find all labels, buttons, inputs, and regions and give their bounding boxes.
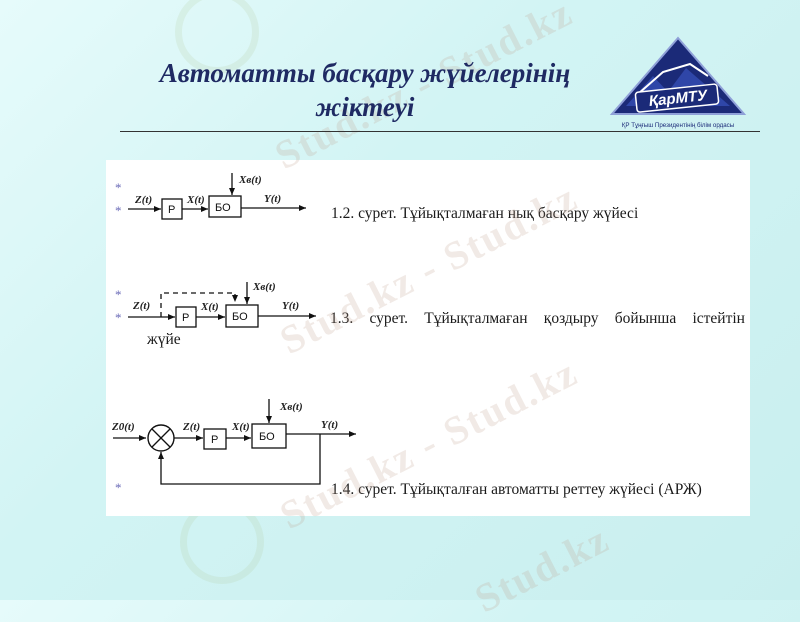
slide-title-line1: Автоматты басқару жүйелерінің	[159, 58, 571, 88]
block-diagrams: Р БО Z(t) X(t) Xв(t) Y(t) Р БО Z(t) X(t)…	[111, 173, 356, 485]
diagram-1-2: Р БО Z(t) X(t) Xв(t) Y(t)	[128, 173, 306, 220]
caption-word: бойынша	[614, 310, 677, 327]
caption-word: істейтін	[692, 310, 745, 327]
object-label: БО	[232, 311, 248, 323]
caption-1-4: 1.4. сурет. Тұйықталған автоматты реттеу…	[331, 481, 702, 498]
logo-tagline: ҚР Тұңғыш Президентінің білім ордасы	[622, 122, 735, 129]
figures-panel	[106, 160, 750, 516]
caption-word: қоздыру	[543, 310, 599, 327]
caption-word: Тұйықталмаған	[424, 310, 528, 327]
output-label: Y(t)	[264, 193, 281, 205]
setpoint-label: Z0(t)	[111, 421, 135, 433]
caption-word: сурет.	[369, 310, 409, 327]
output-label: Y(t)	[321, 419, 338, 431]
caption-word: 1.3.	[330, 310, 354, 327]
object-block	[251, 423, 287, 449]
middle-label: X(t)	[186, 194, 205, 206]
middle-label: X(t)	[231, 421, 250, 433]
caption-1-3-line2: жүйе	[147, 331, 181, 348]
slide-title-line2: жіктеуі	[315, 92, 415, 122]
bullet-marker: *	[115, 480, 122, 495]
disturbance-label: Xв(t)	[238, 174, 262, 186]
input-label: Z(t)	[134, 194, 152, 206]
diagram-1-3: Р БО Z(t) X(t) Xв(t) Y(t)	[128, 281, 316, 328]
middle-label: X(t)	[200, 301, 219, 313]
watermark-swirl	[175, 0, 259, 74]
caption-1-3-line1: 1.3. сурет. Тұйықталмаған қоздыру бойынш…	[330, 310, 745, 328]
object-block	[208, 195, 242, 218]
slide-title: Автоматты басқару жүйелерінің жіктеуі	[120, 56, 610, 124]
disturbance-label: Xв(t)	[252, 281, 276, 293]
input-label: Z(t)	[182, 421, 200, 433]
bullet-marker: *	[115, 310, 122, 325]
bullet-marker: *	[115, 203, 122, 218]
output-label: Y(t)	[282, 300, 299, 312]
regulator-block	[203, 428, 227, 450]
diagram-1-4: Р БО Z0(t) Z(t) X(t) Xв(t) Y(t)	[111, 399, 356, 485]
regulator-label: Р	[182, 312, 189, 324]
logo-name: ҚарМТУ	[648, 87, 710, 110]
object-label: БО	[259, 431, 275, 443]
object-label: БО	[215, 202, 231, 214]
university-logo: ҚарМТУ ҚР Тұңғыш Президентінің білім орд…	[609, 36, 747, 129]
bullet-marker: *	[115, 287, 122, 302]
bullet-marker: *	[115, 180, 122, 195]
regulator-label: Р	[168, 204, 175, 216]
input-label: Z(t)	[132, 300, 150, 312]
disturbance-label: Xв(t)	[279, 401, 303, 413]
caption-1-2: 1.2. сурет. Тұйықталмаған нық басқару жү…	[331, 205, 639, 222]
title-divider	[120, 131, 760, 132]
regulator-label: Р	[211, 434, 218, 446]
